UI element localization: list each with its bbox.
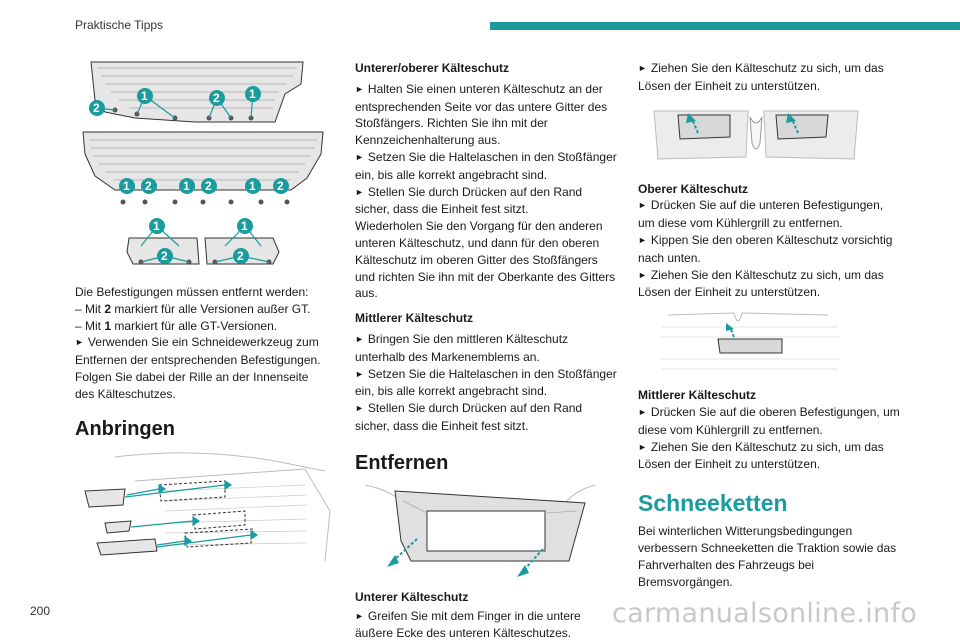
running-header: Praktische Tipps	[75, 18, 164, 32]
list-item: – Mit 2 markiert für alle Versionen auße…	[75, 301, 311, 316]
subheading: Mittlerer Kälteschutz	[638, 388, 757, 403]
removal-illustration-lower	[364, 484, 596, 577]
step-text: ►Kippen Sie den oberen Kälteschutz vorsi…	[638, 232, 893, 265]
step-text: ►Bringen Sie den mittleren Kälteschutz u…	[355, 331, 569, 364]
svg-text:2: 2	[161, 249, 168, 263]
svg-text:1: 1	[241, 219, 248, 233]
svg-text:1: 1	[123, 179, 130, 193]
step-text: ►Setzen Sie die Haltelaschen in den Stoß…	[355, 149, 617, 182]
step-text: ►Ziehen Sie den Kälteschutz zu sich, um …	[638, 61, 884, 93]
svg-text:1: 1	[183, 179, 190, 193]
note-text: Wiederholen Sie den Vorgang für den ande…	[355, 219, 616, 301]
watermark: carmanualsonline.info	[612, 598, 918, 629]
note-text: Folgen Sie dabei der Rille an der Innens…	[75, 369, 309, 401]
step-arrow-icon: ►	[355, 83, 364, 94]
section-heading: Schneeketten	[638, 490, 788, 517]
step-text: ►Ziehen Sie den Kälteschutz zu sich, um …	[638, 439, 884, 472]
step-text: ►Verwenden Sie ein Schneidewerkzeug zum …	[75, 335, 321, 368]
svg-text:1: 1	[249, 87, 256, 101]
svg-text:1: 1	[141, 89, 148, 103]
list-item: – Mit 1 markiert für alle GT-Versionen.	[75, 318, 278, 333]
column-2: Unterer/oberer Kälteschutz ►Halten Sie e…	[355, 60, 617, 642]
body-text: Bei winterlichen Witterungsbedingungen v…	[638, 524, 897, 589]
step-arrow-icon: ►	[638, 441, 647, 452]
svg-text:1: 1	[153, 219, 160, 233]
section-heading: Anbringen	[75, 417, 175, 440]
step-arrow-icon: ►	[355, 368, 364, 379]
middle-cover-illustration	[660, 312, 840, 370]
svg-text:2: 2	[205, 179, 212, 193]
step-text: ►Drücken Sie auf die unteren Befestigung…	[638, 198, 884, 231]
section-heading: Entfernen	[355, 451, 449, 474]
step-arrow-icon: ►	[355, 186, 364, 197]
subheading: Mittlerer Kälteschutz	[355, 311, 474, 326]
step-arrow-icon: ►	[355, 333, 364, 344]
svg-text:1: 1	[249, 179, 256, 193]
intro-text: Die Befestigungen müssen entfernt werden…	[75, 285, 309, 299]
header-accent-bar	[490, 22, 960, 30]
installation-illustration	[84, 451, 331, 561]
step-arrow-icon: ►	[638, 63, 647, 73]
fastener-diagram: 2 1 2 1 1 2 1 2 1 2 1 1 2 2	[82, 61, 324, 265]
svg-text:2: 2	[213, 91, 220, 105]
step-text: ►Greifen Sie mit dem Finger in die unter…	[355, 608, 581, 641]
step-arrow-icon: ►	[638, 200, 647, 211]
subheading: Unterer Kälteschutz	[355, 589, 469, 604]
svg-text:2: 2	[145, 179, 152, 193]
column-3: ►Ziehen Sie den Kälteschutz zu sich, um …	[638, 60, 900, 590]
subheading: Unterer/oberer Kälteschutz	[355, 61, 510, 75]
subheading: Oberer Kälteschutz	[638, 181, 749, 196]
step-text: ►Ziehen Sie den Kälteschutz zu sich, um …	[638, 267, 884, 300]
step-arrow-icon: ►	[638, 269, 647, 280]
step-arrow-icon: ►	[638, 234, 647, 245]
svg-text:2: 2	[277, 179, 284, 193]
upper-cover-illustration	[653, 110, 859, 160]
step-text: ►Drücken Sie auf die oberen Befestigunge…	[638, 404, 900, 437]
step-text: ►Stellen Sie durch Drücken auf den Rand …	[355, 401, 583, 433]
svg-text:2: 2	[237, 249, 244, 263]
step-arrow-icon: ►	[355, 403, 364, 414]
svg-text:2: 2	[93, 101, 100, 115]
step-arrow-icon: ►	[355, 151, 364, 162]
step-text: ►Stellen Sie durch Drücken auf den Rand …	[355, 184, 583, 217]
step-arrow-icon: ►	[355, 610, 364, 621]
column-1: 2 1 2 1 1 2 1 2 1 2 1 1 2 2	[75, 50, 331, 571]
step-arrow-icon: ►	[638, 406, 647, 417]
step-text: ►Setzen Sie die Haltelaschen in den Stoß…	[355, 366, 617, 399]
step-arrow-icon: ►	[75, 337, 84, 348]
step-text: ►Halten Sie einen unteren Kälteschutz an…	[355, 81, 608, 148]
page-number: 200	[30, 604, 51, 618]
